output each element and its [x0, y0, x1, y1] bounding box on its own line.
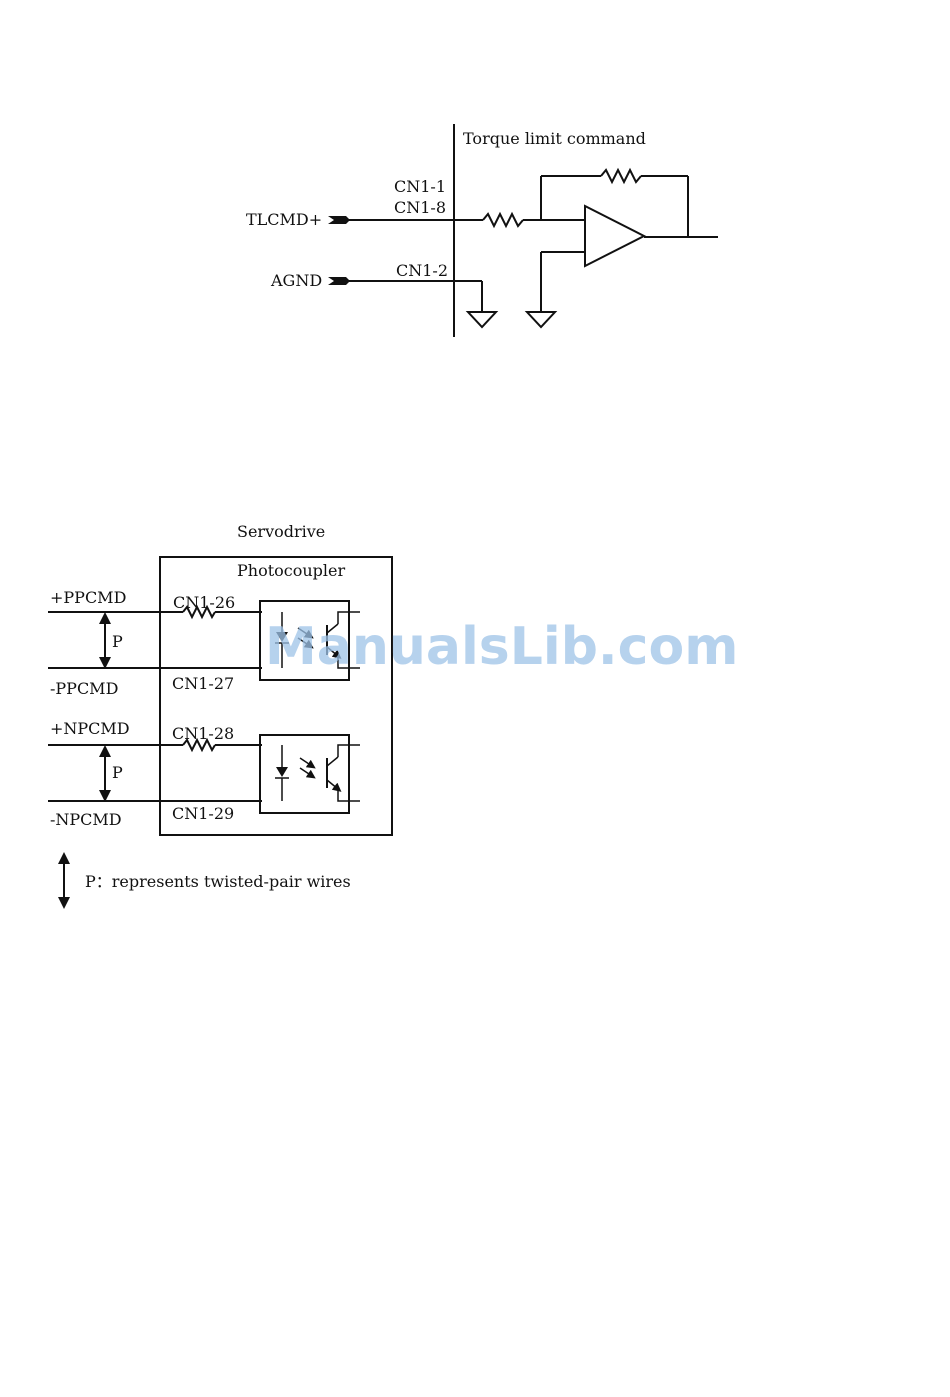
pin-cn1-8: CN1-8 [394, 198, 446, 217]
ppcmd-minus-label: -PPCMD [50, 679, 118, 698]
pc2-transistor-emitter [327, 780, 338, 789]
servodrive-label: Servodrive [237, 522, 325, 541]
tlcmd-plus-label: TLCMD+ [246, 210, 322, 229]
feedback-resistor [601, 170, 641, 182]
pin-cn1-1: CN1-1 [394, 177, 446, 196]
pin-cn1-26: CN1-26 [173, 593, 235, 612]
pc2-light-ray-1 [300, 758, 312, 766]
torque-title: Torque limit command [463, 129, 646, 148]
input-resistor [483, 214, 523, 226]
twisted-pair-marker-1: P [112, 632, 123, 651]
npcmd-plus-label: +NPCMD [50, 719, 130, 738]
ground-icon [527, 312, 555, 327]
watermark: ManualsLib.com [265, 617, 738, 677]
pin-cn1-2: CN1-2 [396, 261, 448, 280]
npcmd-minus-label: -NPCMD [50, 810, 122, 829]
pc2-transistor-collector [327, 757, 338, 766]
legend-text: P：represents twisted-pair wires [85, 872, 351, 891]
pin-cn1-28: CN1-28 [172, 724, 234, 743]
pc2-light-ray-2 [300, 768, 312, 776]
photocoupler-2-box [260, 735, 349, 813]
agnd-label: AGND [270, 271, 322, 290]
op-amp-icon [585, 206, 644, 266]
pulse-circuit: Servodrive Photocoupler +PPCMD CN1-26 -P… [48, 522, 392, 835]
ppcmd-plus-label: +PPCMD [50, 588, 126, 607]
pin-cn1-27: CN1-27 [172, 674, 234, 693]
ground-icon [468, 312, 496, 327]
pc2-led-icon [276, 767, 288, 777]
torque-limit-circuit: Torque limit command TLCMD+ CN1-1 CN1-8 … [246, 124, 718, 337]
pin-cn1-29: CN1-29 [172, 804, 234, 823]
photocoupler-label: Photocoupler [237, 561, 345, 580]
legend: P：represents twisted-pair wires [64, 858, 351, 903]
twisted-pair-marker-2: P [112, 763, 123, 782]
